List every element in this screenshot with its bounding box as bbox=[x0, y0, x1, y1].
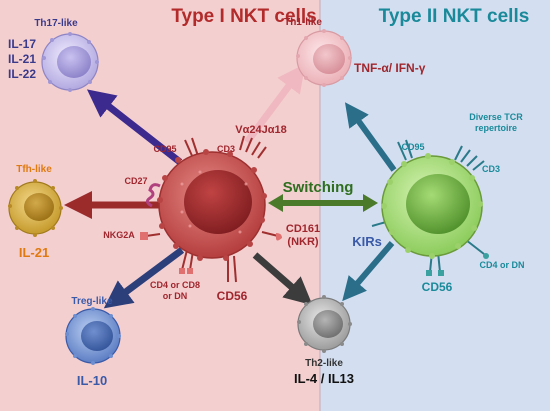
type1-cd4cd8-label-line2: or DN bbox=[163, 291, 188, 301]
th17-cytokine-il21: IL-21 bbox=[8, 52, 36, 66]
arrow-to-th17 bbox=[86, 89, 183, 165]
switching-label: Switching bbox=[283, 179, 354, 196]
th17-label: Th17-like bbox=[34, 18, 78, 29]
arrow-type1-to-th1 bbox=[244, 63, 306, 145]
arrow-type2-to-th2 bbox=[342, 241, 395, 302]
type2-cd4dn-label: CD4 or DN bbox=[479, 260, 524, 270]
arrow-to-treg bbox=[103, 247, 185, 309]
th1-cell bbox=[296, 29, 352, 87]
arrow-type1-to-th2 bbox=[252, 252, 313, 306]
treg-cell bbox=[65, 307, 121, 365]
type1-cd4cd8-label-line1: CD4 or CD8 bbox=[150, 280, 200, 290]
type1-nkt-cell bbox=[140, 135, 282, 283]
type2-kirs-label: KIRs bbox=[352, 234, 382, 249]
tfh-cell bbox=[8, 179, 63, 237]
type1-tcr-label: Vα24Jα18 bbox=[235, 124, 286, 136]
tfh-cytokines: IL-21 bbox=[19, 245, 49, 260]
type1-cd161-label-line2: (NKR) bbox=[287, 236, 318, 248]
type2-cd56-label: CD56 bbox=[422, 280, 453, 294]
type2-cd3-label: CD3 bbox=[482, 164, 500, 174]
type1-cd3-label: CD3 bbox=[217, 144, 235, 154]
type1-cd56-label: CD56 bbox=[217, 289, 248, 303]
th2-cell bbox=[297, 295, 352, 353]
treg-cytokines: IL-10 bbox=[77, 373, 107, 388]
type1-nkg2a-label: NKG2A bbox=[103, 230, 135, 240]
th2-label: Th2-like bbox=[305, 358, 343, 369]
type2-title: Type II NKT cells bbox=[379, 6, 530, 27]
treg-label: Treg-like bbox=[71, 296, 113, 307]
switch-arrow-left-head bbox=[268, 194, 283, 212]
type1-title: Type I NKT cells bbox=[171, 6, 316, 27]
switch-arrow-right-head bbox=[363, 194, 378, 212]
th1-cytokines: TNF-α/ IFN-γ bbox=[354, 61, 426, 75]
th17-cytokine-il17: IL-17 bbox=[8, 37, 36, 51]
type1-cd95-label: CD95 bbox=[153, 144, 176, 154]
type2-nkt-cell bbox=[371, 139, 489, 276]
th1-label: Th1-like bbox=[284, 17, 322, 28]
type1-cd161-label-line1: CD161 bbox=[286, 223, 320, 235]
type2-cd95-label: CD95 bbox=[401, 142, 424, 152]
th17-cytokine-il22: IL-22 bbox=[8, 67, 36, 81]
th2-cytokines: IL-4 / IL13 bbox=[294, 371, 354, 386]
arrow-type2-to-th1 bbox=[344, 102, 397, 172]
type1-cd27-label: CD27 bbox=[124, 176, 147, 186]
tfh-label: Tfh-like bbox=[16, 164, 52, 175]
type2-diverse-tcr-label-line2: repertoire bbox=[475, 123, 517, 133]
type2-diverse-tcr-label-line1: Diverse TCR bbox=[469, 112, 523, 122]
th17-cell bbox=[41, 32, 99, 92]
